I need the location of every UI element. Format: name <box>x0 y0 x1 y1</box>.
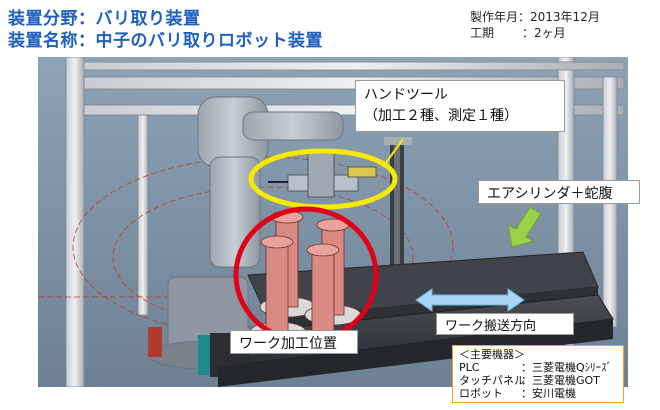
work-period: 工期 ：2ヶ月 <box>470 24 566 41</box>
equipment-value: ：安川電機 <box>521 387 576 400</box>
equipment-row: PLC ：三菱電機Qｼﾘｰｽﾞ <box>459 361 617 374</box>
main-equipment-header: ＜主要機器＞ <box>459 348 525 361</box>
hand-tool-highlight-ellipse <box>248 148 398 210</box>
work-position-callout: ワーク加工位置 <box>230 330 358 354</box>
hand-tool-detail: （加工２種、測定１種） <box>364 108 518 124</box>
air-cylinder-arrow <box>507 206 545 248</box>
conveyance-direction-arrow <box>415 288 525 312</box>
hand-tool-title: ハンドツール <box>364 87 448 103</box>
production-date: 製作年月：2013年12月 <box>470 8 600 25</box>
work-period-value: ：2ヶ月 <box>522 26 566 40</box>
equipment-value: ：三菱電機Qｼﾘｰｽﾞ <box>521 361 613 374</box>
production-date-value: 2013年12月 <box>530 10 600 24</box>
hand-tool-callout: ハンドツール （加工２種、測定１種） <box>355 80 565 132</box>
robot-arm <box>147 96 344 370</box>
equipment-label: PLC <box>459 361 480 374</box>
title-device-name: 装置名称：中子のバリ取りロボット装置 <box>8 31 323 51</box>
production-date-label: 製作年月： <box>470 10 531 24</box>
hand-tool-pointer <box>382 138 404 168</box>
equipment-value: ：三菱電機GOT <box>521 374 600 387</box>
equipment-row: ロボット ：安川電機 <box>459 387 617 400</box>
hand-tool <box>268 151 377 198</box>
air-cylinder-callout: エアシリンダ＋蛇腹 <box>478 180 640 204</box>
equipment-label: タッチパネル <box>459 374 525 387</box>
title-device-field: 装置分野：バリ取り装置 <box>8 9 201 29</box>
conveyance-direction-callout: ワーク搬送方向 <box>436 313 574 335</box>
main-equipment-box: ＜主要機器＞ PLC ：三菱電機Qｼﾘｰｽﾞ タッチパネル：三菱電機GOT ロボッ… <box>452 345 624 403</box>
equipment-row: タッチパネル：三菱電機GOT <box>459 374 617 387</box>
equipment-label: ロボット <box>459 387 503 400</box>
work-period-label: 工期 <box>470 26 495 40</box>
